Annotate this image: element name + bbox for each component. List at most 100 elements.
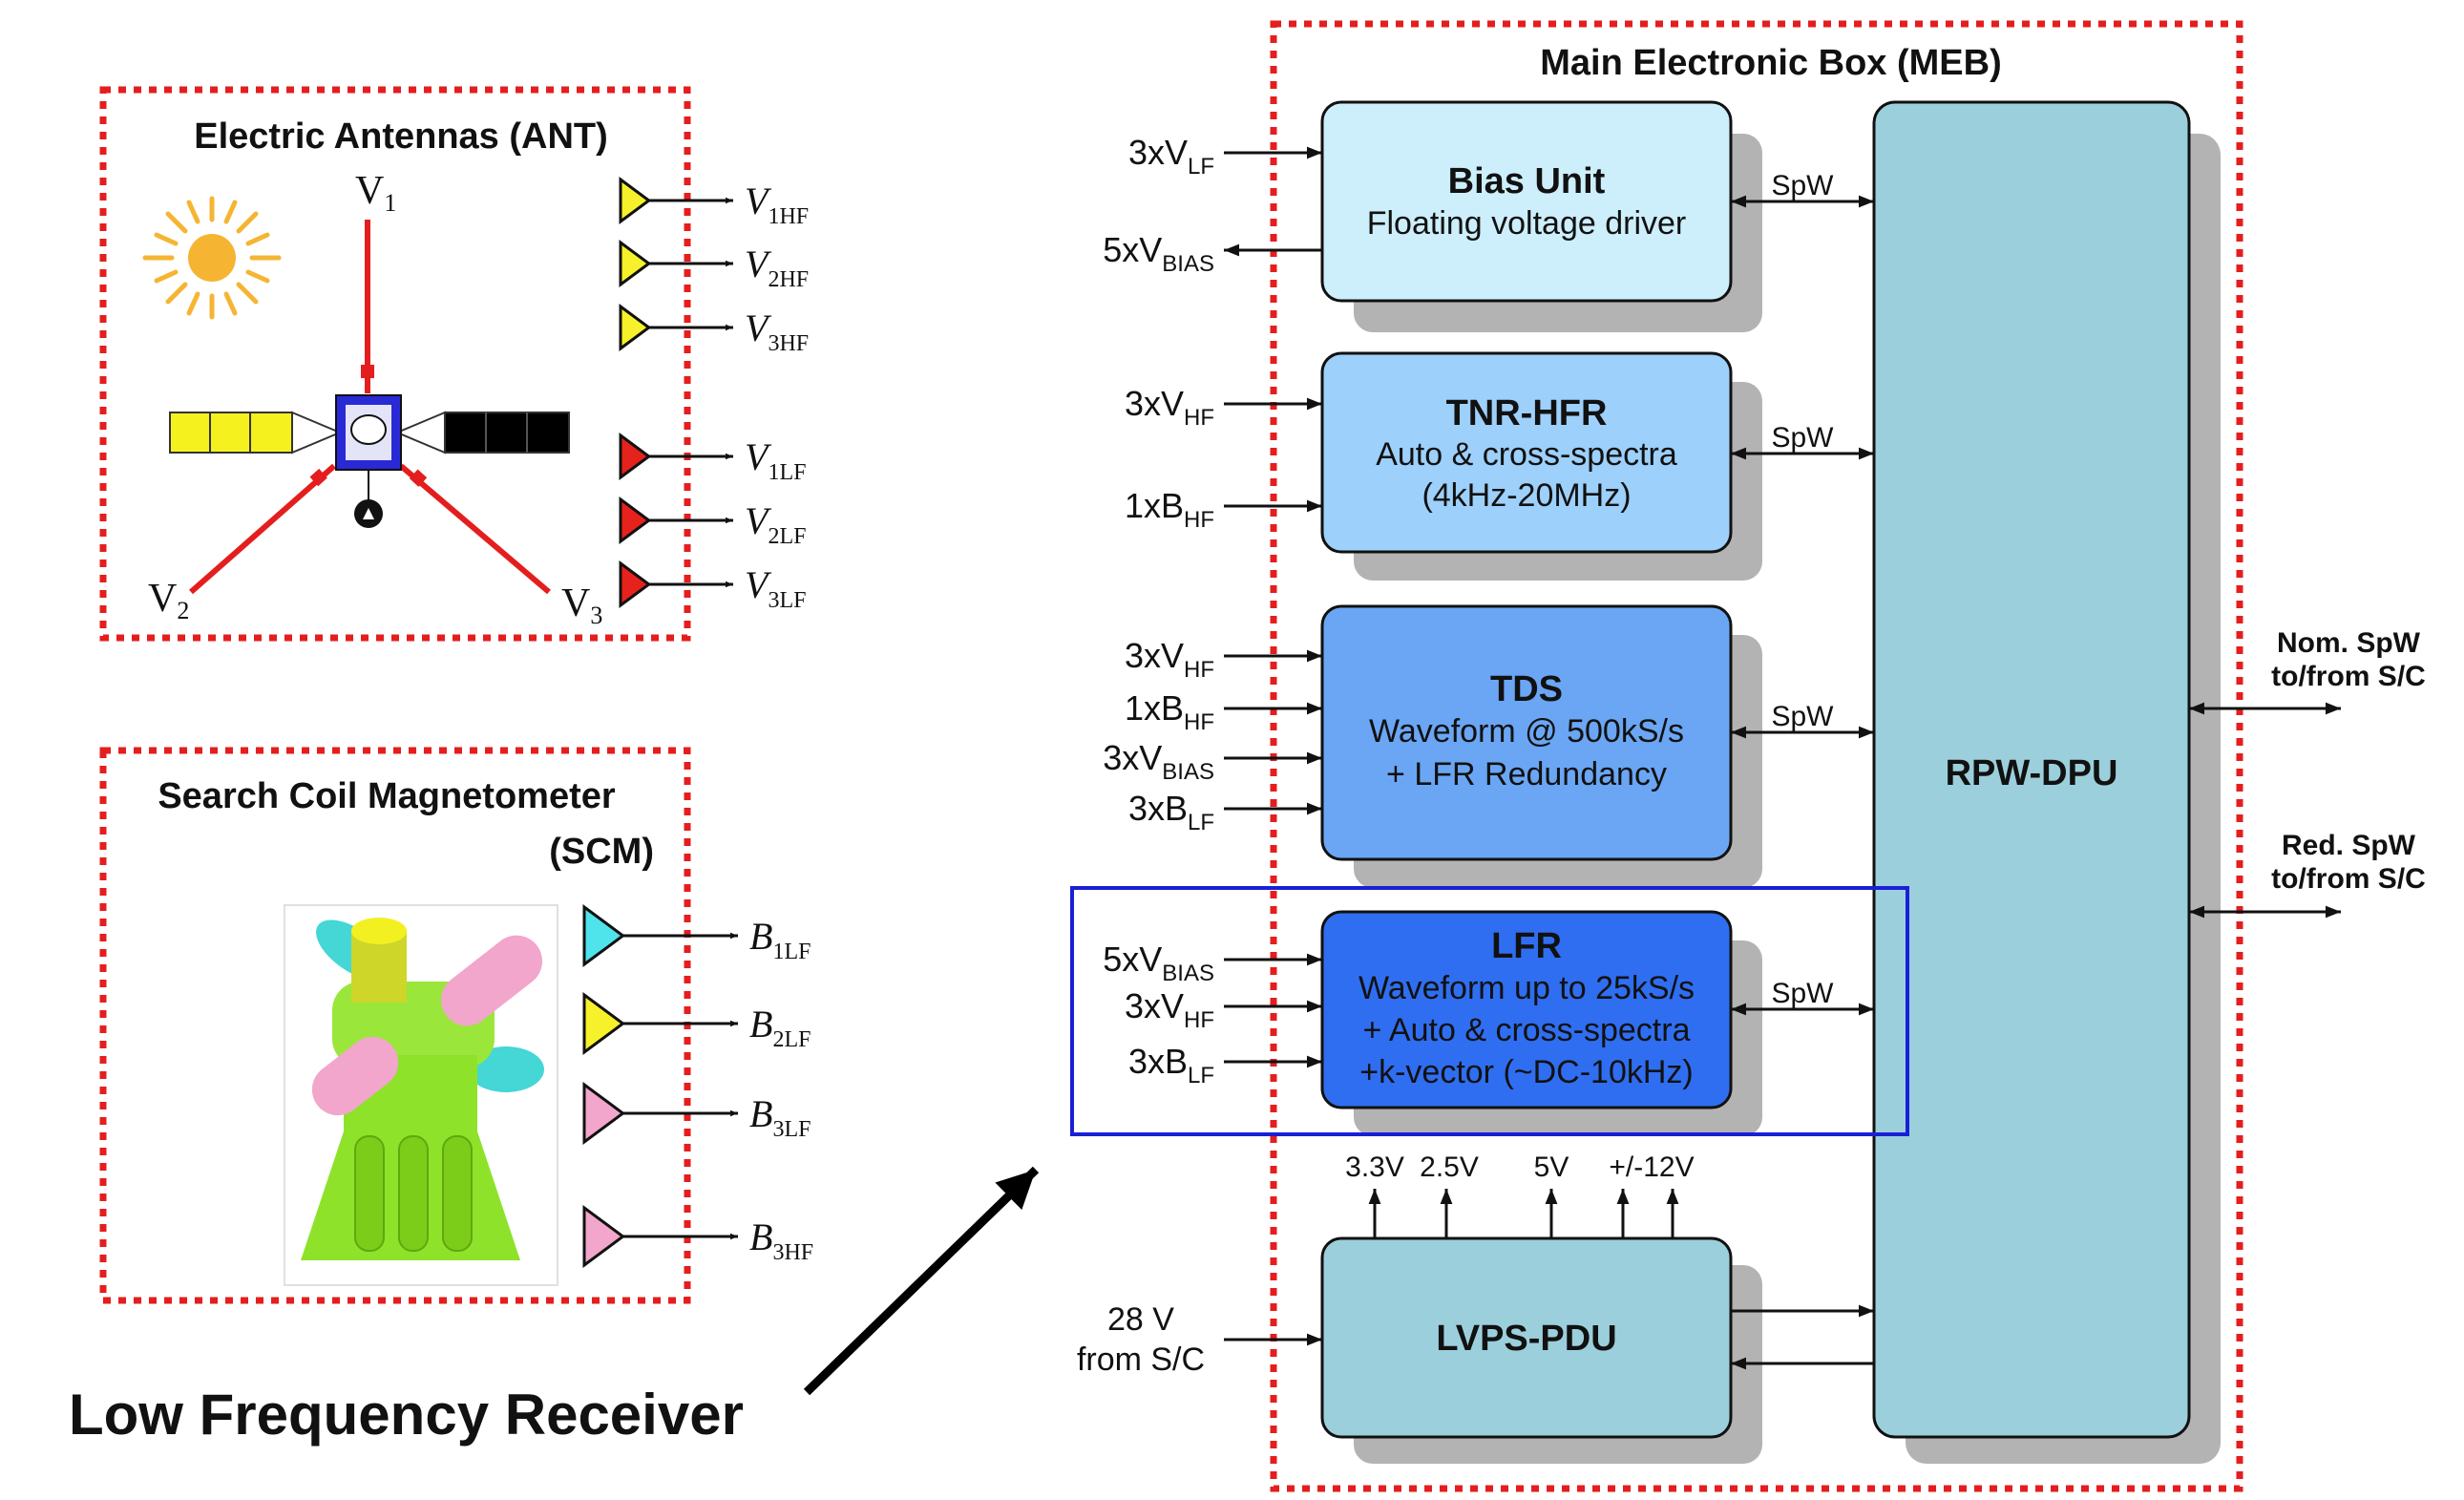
tds-input-3xvbias: 3xVBIAS [1103, 738, 1322, 785]
spw-label-tds: SpW [1771, 701, 1834, 732]
output-label: V2LF [745, 499, 806, 549]
output-label: V2HF [745, 243, 809, 292]
signal-label: 3xVBIAS [1103, 738, 1214, 785]
sun-icon [142, 196, 282, 320]
tnr-hfr-title: TNR-HFR [1446, 393, 1608, 433]
bias-unit-block: Bias Unit Floating voltage driver [1320, 100, 1733, 303]
bias-unit-desc: Floating voltage driver [1367, 205, 1687, 242]
scm-frame [99, 747, 691, 1304]
tnr-input-1xbhf: 1xBHF [1125, 486, 1322, 533]
bias-unit-title: Bias Unit [1448, 161, 1606, 201]
amplifier-icon [582, 904, 626, 967]
amplifier-icon [582, 1205, 626, 1268]
signal-label: 3xVHF [1125, 636, 1214, 683]
spw-label-lfr: SpW [1771, 978, 1834, 1009]
tds-desc-1: Waveform @ 500kS/s [1369, 713, 1684, 750]
amplifier-icon [619, 177, 652, 224]
search-coil-icon [284, 904, 558, 1286]
spw-label-bias: SpW [1771, 170, 1834, 201]
ant-output-v2lf: V2LF [619, 496, 806, 549]
lfr-desc-1: Waveform up to 25kS/s [1358, 970, 1695, 1006]
tnr-hfr-desc-2: (4kHz-20MHz) [1422, 477, 1631, 514]
signal-label: 3xVHF [1125, 986, 1214, 1033]
tnr-hfr-block: TNR-HFR Auto & cross-spectra (4kHz-20MHz… [1320, 351, 1733, 554]
signal-label: 1xBHF [1125, 486, 1214, 533]
ant-panel: Electric Antennas (ANT) [99, 86, 809, 642]
output-label: V1LF [745, 435, 806, 485]
tnr-hfr-desc-1: Auto & cross-spectra [1376, 436, 1677, 473]
signal-label: 1xBHF [1125, 688, 1214, 735]
scm-output-b2lf: B2LF [582, 992, 811, 1055]
tds-input-3xvhf: 3xVHF [1125, 636, 1322, 683]
voltage-rails: 3.3V 2.5V 5V +/-12V [1345, 1151, 1695, 1240]
low-frequency-receiver-callout: Low Frequency Receiver [69, 1383, 744, 1447]
amplifier-icon [619, 433, 652, 480]
rpw-dpu-block: RPW-DPU [1872, 100, 2191, 1439]
nom-spw-label-1: Nom. SpW [2277, 627, 2421, 659]
tds-block: TDS Waveform @ 500kS/s + LFR Redundancy [1320, 604, 1733, 861]
spw-label-tnr: SpW [1771, 422, 1834, 454]
scm-output-b1lf: B1LF [582, 904, 811, 967]
ant-output-list: V1HF V2HF V3HF V1LF V2LF V3LF [619, 177, 809, 613]
tds-desc-2: + LFR Redundancy [1386, 756, 1667, 792]
lvps-pdu-title: LVPS-PDU [1436, 1319, 1616, 1359]
lvps-input-label-2: from S/C [1077, 1342, 1205, 1378]
lfr-desc-2: + Auto & cross-spectra [1363, 1012, 1691, 1048]
lfr-desc-3: +k-vector (~DC-10kHz) [1359, 1054, 1694, 1090]
amplifier-icon [582, 1082, 626, 1145]
external-links [2189, 702, 2341, 919]
output-label: B1LF [749, 915, 811, 964]
lfr-input-3xvhf: 3xVHF [1125, 986, 1322, 1033]
scm-panel: Search Coil Magnetometer (SCM) B1LFB2LFB… [99, 747, 813, 1304]
callout-arrow [803, 1166, 1040, 1396]
voltage-5v: 5V [1534, 1151, 1569, 1183]
nom-spw-label-2: to/from S/C [2271, 661, 2426, 692]
voltage-3v3: 3.3V [1345, 1151, 1404, 1183]
output-label: B3LF [749, 1092, 811, 1142]
lvps-input: 28 V from S/C [1077, 1301, 1322, 1378]
signal-label: 3xBLF [1128, 1042, 1214, 1088]
ant-output-v2hf: V2HF [619, 240, 809, 292]
scm-output-list: B1LF B2LF B3LF B3HF [582, 904, 813, 1268]
ant-frame [99, 86, 691, 642]
red-spw-label-2: to/from S/C [2271, 863, 2426, 895]
scm-output-b3lf: B3LF [582, 1082, 811, 1145]
signal-label: 3xVHF [1125, 384, 1214, 431]
ant-output-v1lf: V1LF [619, 433, 806, 485]
signal-label: 3xVLF [1128, 133, 1214, 180]
lvps-input-label-1: 28 V [1107, 1301, 1174, 1338]
lfr-block: LFR Waveform up to 25kS/s + Auto & cross… [1320, 910, 1733, 1109]
output-label: V3LF [745, 563, 806, 613]
ant-output-v3lf: V3LF [619, 560, 806, 613]
amplifier-icon [619, 496, 652, 544]
amplifier-icon [619, 304, 652, 351]
ant-output-v3hf: V3HF [619, 304, 809, 356]
tds-title: TDS [1490, 669, 1563, 709]
lfr-highlight-box [1070, 886, 1909, 1136]
output-label: V3HF [745, 306, 809, 356]
lfr-input-5xvbias: 5xVBIAS [1103, 940, 1322, 986]
tds-input-3xblf: 3xBLF [1128, 789, 1322, 835]
scm-title-line2: (SCM) [549, 832, 654, 872]
rpw-dpu-title: RPW-DPU [1946, 753, 2118, 793]
ant-title: Electric Antennas (ANT) [194, 116, 608, 157]
signal-label: 5xVBIAS [1103, 940, 1214, 986]
spacecraft-icon [169, 220, 570, 595]
meb-title: Main Electronic Box (MEB) [1540, 43, 2002, 83]
tnr-input-3xvhf: 3xVHF [1125, 384, 1322, 431]
meb-panel: Main Electronic Box (MEB) Bias Unit Floa… [1077, 20, 2426, 1492]
output-label: B3HF [749, 1215, 813, 1265]
output-label: V1HF [745, 180, 809, 229]
voltage-2v5: 2.5V [1420, 1151, 1479, 1183]
amplifier-icon [619, 240, 652, 287]
voltage-12v: +/-12V [1609, 1151, 1694, 1183]
output-label: B2LF [749, 1003, 811, 1052]
tds-input-1xbhf: 1xBHF [1125, 688, 1322, 735]
signal-label: 5xVBIAS [1103, 230, 1214, 277]
amplifier-icon [619, 560, 652, 608]
meb-input-signals: 3xVLF5xVBIAS3xVHF1xBHF3xVHF1xBHF3xVBIAS3… [1103, 133, 1322, 1088]
lvps-pdu-block: LVPS-PDU [1320, 1236, 1733, 1439]
v1-label: V1 [355, 169, 396, 217]
bias-input-5xvbias: 5xVBIAS [1103, 230, 1322, 277]
lfr-input-3xblf: 3xBLF [1128, 1042, 1322, 1088]
